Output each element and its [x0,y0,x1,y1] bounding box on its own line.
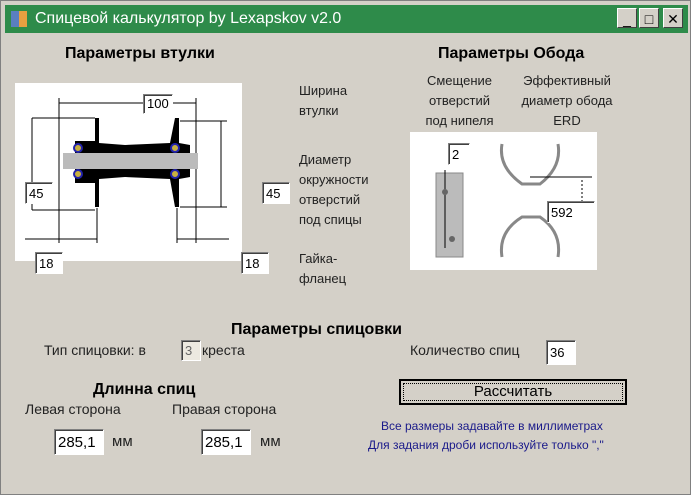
lacing-heading: Параметры спицовки [231,321,402,338]
calculate-button-label: Рассчитать [403,383,623,401]
lacing-type-label: Тип спицовки: в [44,342,146,358]
left-side-label: Левая сторона [25,401,121,417]
maximize-button[interactable]: □ [639,8,659,28]
right-spoke-length-output[interactable] [201,429,251,455]
right-unit-label: мм [260,433,281,450]
title-bar: Спицевой калькулятор by Lexapskov v2.0 _… [5,5,688,33]
hub-width-input[interactable] [143,94,173,114]
erd-label: Эффективный диаметр обода ERD [521,73,613,128]
cross-suffix-label: креста [202,342,245,358]
window-title: Спицевой калькулятор by Lexapskov v2.0 [35,10,342,27]
note-decimal: Для задания дроби используйте только "," [368,438,604,452]
left-spoke-length-output[interactable] [54,429,104,455]
minimize-button[interactable]: _ [617,8,637,28]
nipple-offset-input[interactable] [448,143,470,165]
spoke-count-label: Количество спиц [410,342,520,358]
rim-drawing-icon [435,143,592,258]
spoke-count-input[interactable] [546,340,576,365]
pcd-label: Диаметр окружности отверстий под спицы [299,152,369,227]
note-units: Все размеры задавайте в миллиметрах [381,419,603,433]
flange-left-input[interactable] [35,252,63,274]
pcd-left-input[interactable] [25,182,53,204]
hub-drawing-icon [25,98,229,243]
rim-heading: Параметры Обода [438,45,585,62]
spoke-length-heading: Длинна спиц [93,381,196,398]
offset-label: Смещение отверстий под нипеля [425,73,494,128]
calculate-button[interactable]: Рассчитать [399,379,627,405]
app-icon [11,11,27,27]
left-unit-label: мм [112,433,133,450]
cross-count-input[interactable] [181,340,201,361]
erd-input[interactable] [547,201,595,223]
flange-right-input[interactable] [241,252,269,274]
hub-diagram [15,83,242,261]
hub-width-label: Ширина втулки [299,83,348,118]
close-button[interactable]: ✕ [663,8,683,28]
right-side-label: Правая сторона [172,401,277,417]
hub-heading: Параметры втулки [65,45,215,62]
pcd-right-input[interactable] [262,182,290,204]
flange-label: Гайка-фланец [299,251,347,286]
